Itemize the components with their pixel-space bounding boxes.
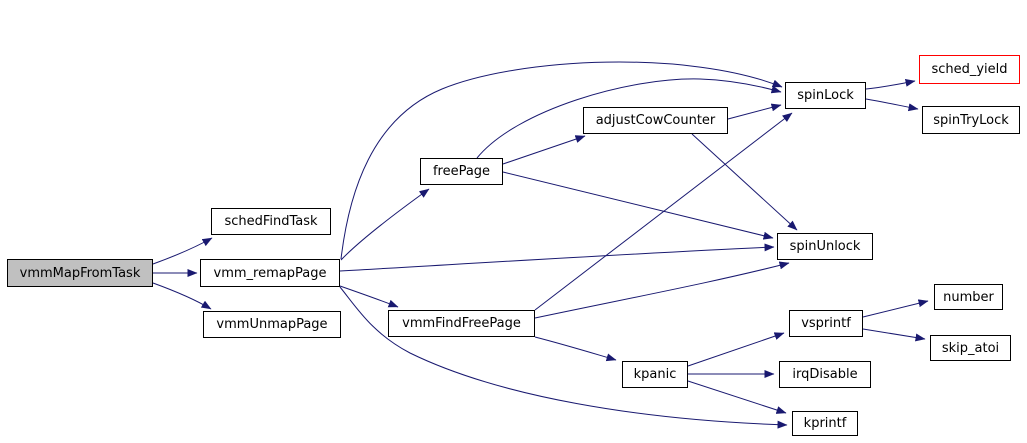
node-adjustCowCounter[interactable]: adjustCowCounter [583, 107, 728, 134]
node-label: skip_atoi [941, 340, 1000, 356]
node-spinLock[interactable]: spinLock [785, 82, 866, 109]
edge-vmm_remapPage-spinLock [340, 61, 783, 260]
node-vmm_remapPage[interactable]: vmm_remapPage [200, 259, 340, 287]
edge-vmm_remapPage-vmmFindFreePage [339, 285, 399, 308]
node-vmmUnmapPage[interactable]: vmmUnmapPage [203, 311, 341, 338]
edge-vmmMapFromTask-vmmUnmapPage [152, 282, 212, 310]
node-label: kprintf [803, 416, 847, 431]
edge-vsprintf-number [862, 299, 929, 318]
edge-kpanic-vsprintf [687, 332, 785, 367]
node-label: vmmMapFromTask [19, 265, 141, 281]
edge-vmmFindFreePage-spinLock [534, 112, 793, 311]
edge-vmmFindFreePage-kpanic [534, 336, 617, 362]
node-spinUnlock[interactable]: spinUnlock [777, 233, 873, 260]
node-label: irqDisable [792, 367, 858, 382]
node-label: kpanic [633, 367, 677, 382]
node-spinTryLock[interactable]: spinTryLock [922, 106, 1020, 134]
node-sched_yield[interactable]: sched_yield [919, 55, 1020, 84]
edge-spinLock-sched_yield [865, 78, 916, 90]
edge-spinLock-spinTryLock [865, 98, 919, 112]
node-vsprintf[interactable]: vsprintf [789, 310, 863, 337]
edge-vmmMapFromTask-schedFindTask [152, 237, 213, 265]
node-kprintf[interactable]: kprintf [792, 411, 858, 436]
edge-adjustCowCounter-spinUnlock [691, 133, 798, 231]
edge-freePage-spinUnlock [502, 171, 774, 240]
node-label: number [943, 289, 994, 305]
node-label: freePage [432, 164, 491, 179]
node-schedFindTask[interactable]: schedFindTask [211, 208, 331, 235]
node-vmmFindFreePage[interactable]: vmmFindFreePage [388, 310, 535, 337]
node-label: vmmFindFreePage [402, 316, 521, 331]
node-label: schedFindTask [224, 214, 318, 229]
node-label: spinUnlock [789, 239, 861, 254]
node-label: vmmUnmapPage [216, 317, 328, 332]
node-label: vsprintf [801, 316, 851, 331]
edge-freePage-spinLock [476, 78, 782, 159]
node-number[interactable]: number [934, 284, 1003, 310]
node-freePage[interactable]: freePage [420, 158, 503, 185]
node-label: vmm_remapPage [213, 265, 327, 281]
edge-freePage-adjustCowCounter [502, 135, 586, 165]
edge-vmm_remapPage-freePage [340, 188, 430, 261]
node-kpanic[interactable]: kpanic [622, 361, 688, 388]
node-label: sched_yield [931, 62, 1008, 77]
node-vmmMapFromTask: vmmMapFromTask [7, 259, 153, 287]
node-label: spinTryLock [933, 112, 1009, 128]
node-irqDisable[interactable]: irqDisable [779, 361, 871, 388]
edge-vmmFindFreePage-spinUnlock [534, 261, 790, 319]
edge-vmm_remapPage-spinUnlock [339, 243, 775, 272]
edge-kpanic-kprintf [687, 380, 787, 414]
node-skip_atoi[interactable]: skip_atoi [930, 335, 1011, 361]
edge-adjustCowCounter-spinLock [727, 103, 782, 120]
edge-vsprintf-skip_atoi [862, 328, 926, 342]
edge-vmm_remapPage-kprintf [339, 286, 788, 429]
node-label: spinLock [797, 88, 854, 103]
node-label: adjustCowCounter [595, 113, 716, 128]
